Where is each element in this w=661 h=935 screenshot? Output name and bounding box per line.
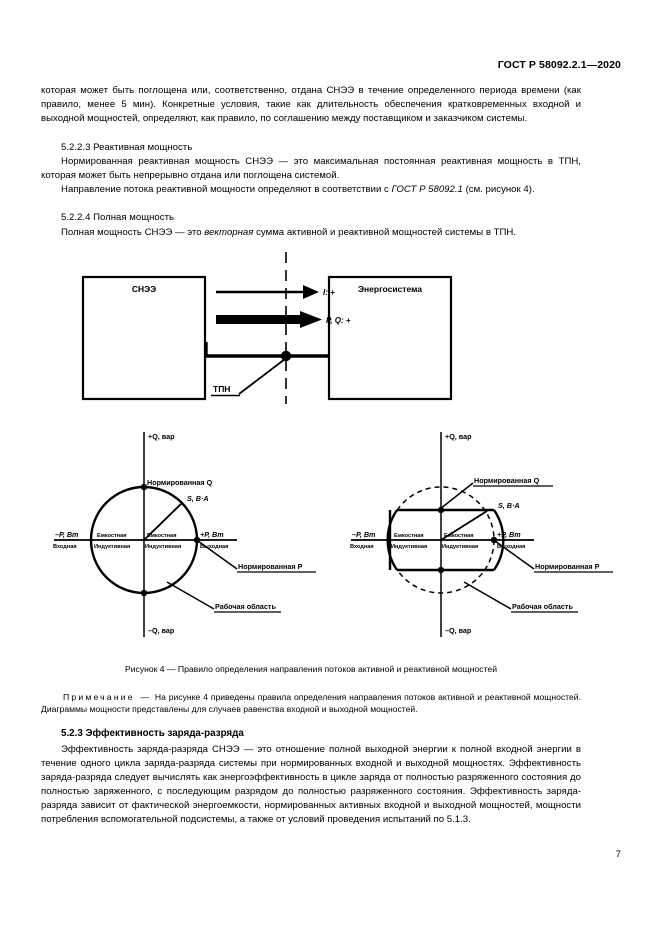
working-area-label-left: Рабочая область bbox=[215, 602, 276, 611]
norm-q-neg-marker-left bbox=[140, 589, 148, 597]
paragraph-523-block: Эффективность заряда-разряда СНЭЭ — это … bbox=[41, 743, 581, 828]
norm-q-marker-left bbox=[140, 483, 148, 491]
standard-reference: ГОСТ Р 58092.1 bbox=[391, 184, 463, 195]
note-label: Примечание bbox=[63, 692, 135, 702]
norm-q-label-right: Нормированная Q bbox=[474, 476, 540, 485]
tap-node-dot bbox=[280, 350, 292, 362]
page-number: 7 bbox=[615, 849, 621, 860]
paragraph-direction-post: (см. рисунок 4). bbox=[462, 184, 535, 195]
working-area-left-arc-curve-right bbox=[386, 509, 398, 571]
current-arrow-label: I: + bbox=[323, 288, 335, 297]
power-arrow-label: P, Q: + bbox=[326, 316, 351, 325]
quad-lr-label-left: Индуктивная bbox=[145, 544, 181, 550]
grid-box bbox=[327, 275, 453, 401]
p-axis-neg-label-left: –P, Вт bbox=[55, 530, 79, 539]
working-area-right-arc-right bbox=[493, 509, 505, 571]
paragraph-apparent: Полная мощность СНЭЭ — это векторная сум… bbox=[41, 226, 581, 240]
p-axis-pos-sub-right: Выходная bbox=[497, 544, 525, 550]
norm-p-label-right: Нормированная P bbox=[535, 562, 600, 571]
paragraph-direction: Направление потока реактивной мощности о… bbox=[41, 183, 581, 197]
s-vector-left bbox=[143, 502, 183, 541]
paragraph-direction-block: Направление потока реактивной мощности о… bbox=[41, 183, 581, 197]
block-diagram: СНЭЭ Энергосистема I: + P, Q: + bbox=[81, 252, 453, 404]
power-diagram-right: +Q, вар –Q, вар –P, Вт Входная +P, Вт Вы… bbox=[350, 432, 613, 637]
figure-caption: Рисунок 4 — Правило определения направле… bbox=[124, 664, 497, 674]
quad-ur-label-right: Емкостная bbox=[444, 533, 474, 539]
s-label-left: S, В·А bbox=[187, 494, 209, 503]
paragraph-continued-block: которая может быть поглощена или, соотве… bbox=[41, 84, 581, 126]
current-arrow-head bbox=[303, 285, 319, 299]
p-axis-neg-label-right: –P, Вт bbox=[352, 530, 376, 539]
tap-leader-line bbox=[238, 358, 286, 395]
paragraph-reactive-block: Нормированная реактивная мощность СНЭЭ —… bbox=[41, 155, 581, 183]
s-label-right: S, В·А bbox=[498, 501, 520, 510]
norm-p-label-left: Нормированная P bbox=[238, 562, 303, 571]
snee-box bbox=[81, 275, 207, 401]
heading-5-2-2-4-text: 5.2.2.4 Полная мощность bbox=[61, 212, 174, 223]
s-vector-right bbox=[440, 510, 488, 541]
norm-q-leader-right bbox=[439, 482, 474, 510]
paragraph-apparent-block: Полная мощность СНЭЭ — это векторная сум… bbox=[41, 226, 581, 240]
paragraph-apparent-post: сумма активной и реактивной мощностей си… bbox=[253, 227, 517, 238]
paragraph-continued: которая может быть поглощена или, соотве… bbox=[41, 85, 581, 125]
norm-p-leader-right bbox=[494, 540, 535, 570]
figure-4: СНЭЭ Энергосистема I: + P, Q: + bbox=[41, 252, 621, 652]
norm-q-marker-right bbox=[437, 506, 445, 514]
paragraph-523: Эффективность заряда-разряда СНЭЭ — это … bbox=[41, 744, 581, 826]
q-axis-top-label-right: +Q, вар bbox=[445, 432, 472, 441]
working-area-label-right: Рабочая область bbox=[512, 602, 573, 611]
working-area-leader-left bbox=[166, 581, 215, 610]
grid-box-label: Энергосистема bbox=[358, 284, 422, 294]
quad-lr-label-right: Индуктивная bbox=[442, 544, 478, 550]
working-area-leader-right bbox=[463, 581, 512, 610]
heading-5-2-2-4: 5.2.2.4 Полная мощность bbox=[41, 211, 581, 225]
norm-p-leader-left bbox=[197, 540, 238, 570]
q-axis-bottom-label-left: –Q, вар bbox=[148, 626, 175, 635]
vector-emphasis: векторная bbox=[204, 227, 254, 238]
power-arrow-shaft bbox=[216, 315, 303, 324]
quad-ll-label-left: Индуктивная bbox=[94, 544, 130, 550]
norm-q-label-left: Нормированная Q bbox=[147, 478, 213, 487]
paragraph-reactive: Нормированная реактивная мощность СНЭЭ —… bbox=[41, 156, 581, 182]
page-header: ГОСТ Р 58092.2.1—2020 bbox=[497, 59, 621, 71]
p-axis-neg-sub-right: Входная bbox=[350, 544, 374, 550]
norm-q-neg-marker-right bbox=[437, 566, 445, 574]
tap-point-label: ТПН bbox=[213, 384, 230, 394]
note-dash: — bbox=[140, 692, 150, 702]
q-axis-bottom-label-right: –Q, вар bbox=[445, 626, 472, 635]
p-axis-pos-sub-left: Выходная bbox=[200, 544, 228, 550]
quad-ul-label-left: Емкостная bbox=[97, 533, 127, 539]
p-axis-neg-sub-left: Входная bbox=[53, 544, 77, 550]
heading-5-2-2-3-text: 5.2.2.3 Реактивная мощность bbox=[61, 142, 193, 153]
snee-box-label: СНЭЭ bbox=[132, 284, 156, 294]
heading-5-2-2-3: 5.2.2.3 Реактивная мощность bbox=[41, 141, 581, 155]
p-axis-pos-label-right: +P, Вт bbox=[497, 530, 521, 539]
quad-ur-label-left: Емкостная bbox=[147, 533, 177, 539]
p-axis-pos-label-left: +P, Вт bbox=[200, 530, 224, 539]
power-diagram-left: +Q, вар –Q, вар –P, Вт Входная +P, Вт Вы… bbox=[53, 432, 316, 637]
quad-ll-label-right: Индуктивная bbox=[391, 544, 427, 550]
note-text: На рисунке 4 приведены правила определен… bbox=[41, 692, 581, 715]
figure-note: Примечание — На рисунке 4 приведены прав… bbox=[41, 691, 581, 716]
paragraph-direction-pre: Направление потока реактивной мощности о… bbox=[61, 184, 392, 195]
power-arrow-head bbox=[300, 311, 322, 328]
heading-5-2-3: 5.2.3 Эффективность заряда-разряда bbox=[61, 728, 244, 739]
paragraph-apparent-pre: Полная мощность СНЭЭ — это bbox=[61, 227, 205, 238]
quad-ul-label-right: Емкостная bbox=[394, 533, 424, 539]
q-axis-top-label-left: +Q, вар bbox=[148, 432, 175, 441]
